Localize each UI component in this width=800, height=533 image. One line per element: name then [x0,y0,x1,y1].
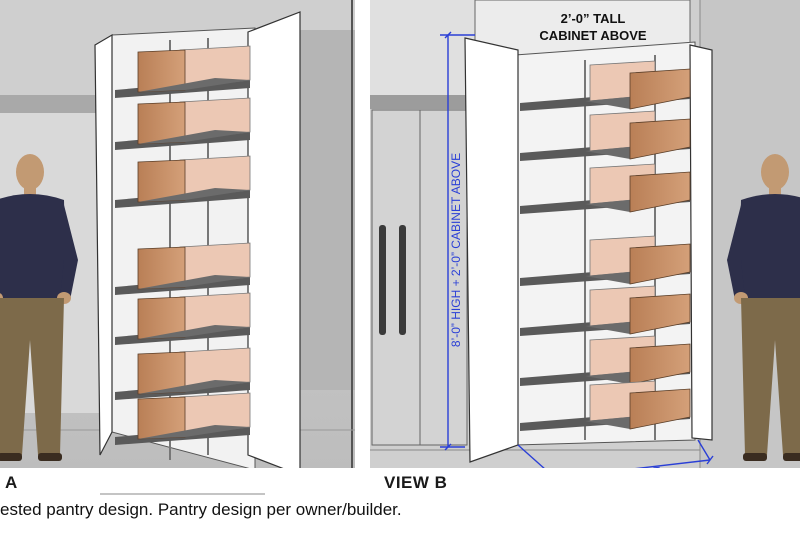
height-dimension-lines [440,31,475,451]
shirt [0,194,66,300]
drawer-front [629,68,691,110]
view-a-panel [0,0,355,476]
cabinet-above-label-line1: 2’-0” TALL [561,11,626,26]
pants [0,298,64,455]
view-b-person-figure [727,154,800,461]
right-shoe [38,453,62,461]
drawer-bottom [138,188,250,202]
view-b-panel: 2’-0” TALL CABINET ABOVE 8’-0” HIGH + 2’… [370,0,800,484]
drawer-front [629,343,691,385]
left-shoe [0,453,22,461]
drawer-bottom [138,130,250,144]
view-b-fridge-handle-right [399,225,406,335]
right-arm [60,205,78,300]
drawer-front [629,293,691,335]
drawer-bottom [138,275,250,289]
view-a-right-wall [300,30,355,390]
drawer-front [629,171,691,213]
view-b-fridge-handle-left [379,225,386,335]
head [761,154,789,190]
left-shoe [743,453,767,461]
view-b-right-door [689,44,713,441]
left-arm [727,205,745,300]
drawer-bottom [138,425,250,439]
view-a-person-figure [0,154,78,461]
pants [741,298,800,455]
view-b-upper-wall [370,0,480,95]
view-b-drawer-stack [520,55,691,440]
view-a-right-door [247,11,301,476]
cabinet-above-label-line2: CABINET ABOVE [539,28,646,43]
view-a-counter [0,95,100,113]
view-b-label: VIEW B [384,473,448,492]
drawer-front [629,243,691,285]
view-a-label: A [5,473,18,492]
drawer-bottom [138,78,250,92]
head [16,154,44,190]
view-b-left-door [464,37,519,463]
right-shoe [783,453,800,461]
drawer-front [629,118,691,160]
diagram-caption: ested pantry design. Pantry design per o… [0,500,402,519]
drawer-bottom [138,380,250,394]
height-dimension-label: 8’-0” HIGH + 2’-0” CABINET ABOVE [449,153,463,347]
shirt [739,194,800,300]
view-a-left-door [94,33,113,456]
view-b-counter [370,95,470,109]
drawer-front [629,388,691,430]
view-a-drawer-stack [115,38,251,460]
drawer-bottom [138,325,250,339]
